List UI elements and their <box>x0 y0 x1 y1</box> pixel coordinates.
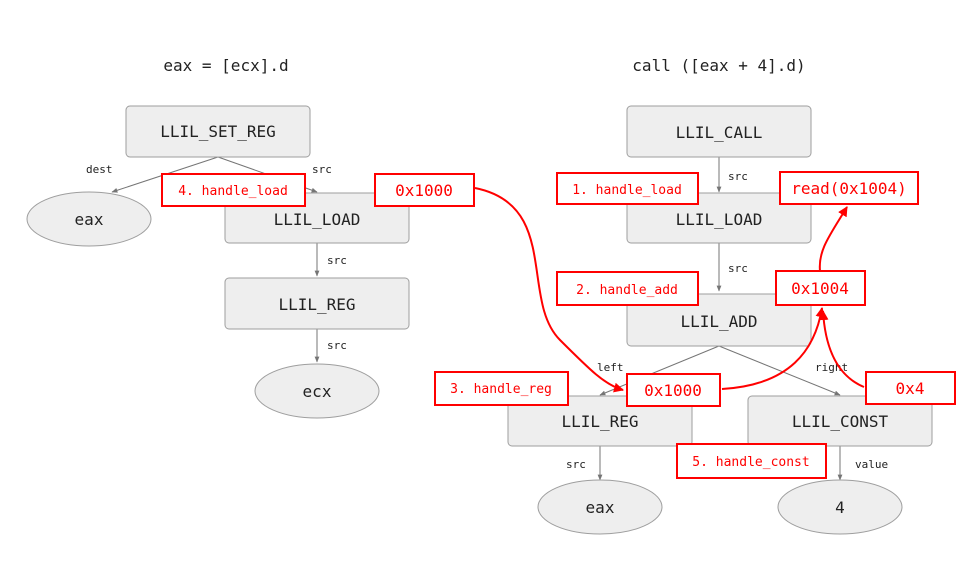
annotation-value-load-left: 0x1000 <box>374 173 475 207</box>
edge-label-src: src <box>327 254 347 267</box>
annotation-value-add: 0x1004 <box>775 270 866 306</box>
edge-label-left: left <box>597 361 624 374</box>
node-llil-set-reg-left: LLIL_SET_REG <box>125 105 311 158</box>
node-label: LLIL_REG <box>561 412 638 431</box>
annotation-handle-load-left: 4. handle_load <box>161 173 306 207</box>
edge-add-to-const <box>718 345 841 396</box>
node-llil-add: LLIL_ADD <box>626 293 812 347</box>
node-label: LLIL_CONST <box>792 412 889 431</box>
annotation-value-const: 0x4 <box>865 371 956 405</box>
edge-label-src: src <box>728 262 748 275</box>
annotation-label: 3. handle_reg <box>450 382 552 397</box>
right-title: call ([eax + 4].d) <box>632 56 805 75</box>
node-llil-const: LLIL_CONST <box>747 395 933 447</box>
edge-label-right: right <box>815 361 848 374</box>
node-eax-left: eax <box>26 191 152 247</box>
node-four: 4 <box>777 479 903 535</box>
flow-arrow-add-to-read <box>818 206 848 272</box>
node-label: LLIL_LOAD <box>274 210 361 229</box>
node-ecx: ecx <box>254 363 380 419</box>
node-label: 4 <box>835 498 845 517</box>
annotation-value-read: read(0x1004) <box>779 171 919 205</box>
annotation-handle-reg: 3. handle_reg <box>434 371 569 406</box>
annotation-label: read(0x1004) <box>791 179 907 198</box>
annotation-label: 2. handle_add <box>576 283 678 298</box>
node-label: eax <box>75 210 104 229</box>
edge-label-dest: dest <box>86 163 113 176</box>
annotation-label: 5. handle_const <box>692 455 809 470</box>
node-label: LLIL_SET_REG <box>160 122 276 141</box>
edge-label-value: value <box>855 458 888 471</box>
left-title: eax = [ecx].d <box>163 56 288 75</box>
node-label: LLIL_ADD <box>680 312 757 331</box>
node-label: LLIL_LOAD <box>676 210 763 229</box>
edge-label-src: src <box>327 339 347 352</box>
annotation-value-reg: 0x1000 <box>626 373 721 407</box>
annotation-label: 1. handle_load <box>572 183 682 198</box>
annotation-handle-const: 5. handle_const <box>676 443 827 479</box>
flow-arrow-const-to-add <box>818 310 865 388</box>
flow-arrow-reg-to-add <box>721 307 826 390</box>
annotation-label: 0x1000 <box>644 381 702 400</box>
annotation-label: 0x1000 <box>395 181 453 200</box>
flow-arrow-load-to-reg <box>474 187 624 393</box>
node-label: ecx <box>303 382 332 401</box>
annotation-handle-load-right: 1. handle_load <box>556 172 699 205</box>
node-llil-reg-right: LLIL_REG <box>507 395 693 447</box>
node-label: LLIL_CALL <box>676 123 763 142</box>
annotation-label: 0x4 <box>896 379 925 398</box>
node-eax-right: eax <box>537 479 663 535</box>
node-llil-load-right: LLIL_LOAD <box>626 192 812 244</box>
node-label: eax <box>586 498 615 517</box>
node-llil-reg-left: LLIL_REG <box>224 277 410 330</box>
edge-label-src: src <box>312 163 332 176</box>
annotation-label: 4. handle_load <box>178 184 288 199</box>
edge-label-src: src <box>728 170 748 183</box>
annotation-label: 0x1004 <box>791 279 849 298</box>
node-llil-call: LLIL_CALL <box>626 105 812 158</box>
annotation-handle-add: 2. handle_add <box>556 271 699 306</box>
node-label: LLIL_REG <box>278 295 355 314</box>
edge-label-src: src <box>566 458 586 471</box>
